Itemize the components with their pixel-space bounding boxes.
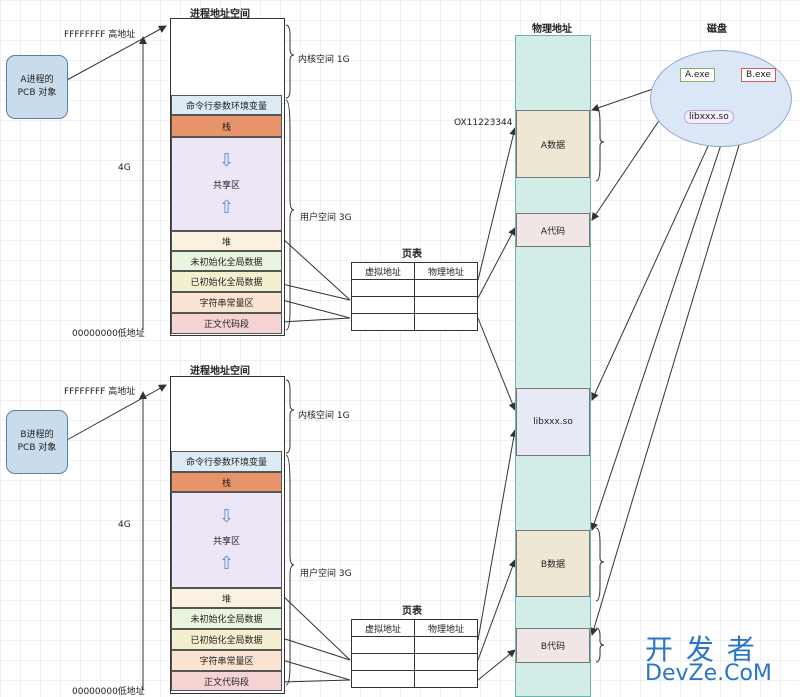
page-table-b-cell	[351, 670, 415, 688]
disk-title: 磁盘	[707, 24, 727, 35]
segment-text-b: 正文代码段	[171, 671, 282, 691]
page-table-a-cell	[351, 296, 415, 314]
low-address-label-a: 00000000低地址	[72, 329, 145, 339]
segment-shared-label-a: 共享区	[212, 180, 240, 191]
down-arrow-icon: ⇩	[218, 149, 235, 171]
user-space-label-b: 用户空间 3G	[300, 569, 352, 579]
pcb-a: A进程的 PCB 对象	[6, 55, 68, 119]
page-table-a-cell	[351, 279, 415, 297]
page-table-b-cell	[351, 636, 415, 654]
low-address-label-b: 00000000低地址	[72, 687, 145, 697]
vaspace-a-title: 进程地址空间	[190, 9, 250, 20]
pcb-b: B进程的 PCB 对象	[6, 410, 68, 474]
address-space-a: 命令行参数环境变量 栈 ⇩ 共享区 ⇧ 堆 未初始化全局数据 已初始化全局数据 …	[170, 18, 285, 336]
segment-data-a: 已初始化全局数据	[171, 271, 282, 292]
physical-block-b-code: B代码	[516, 628, 590, 663]
kernel-space-label-a: 内核空间 1G	[298, 55, 350, 65]
segment-stack-a: 栈	[171, 115, 282, 137]
page-table-b-col-virtual: 虚拟地址	[351, 619, 415, 637]
user-space-label-a: 用户空间 3G	[300, 213, 352, 223]
watermark-logo-en: DevZe.CoM	[645, 661, 772, 686]
physical-block-a-data: A数据	[516, 110, 590, 178]
kernel-space-label-b: 内核空间 1G	[298, 411, 350, 421]
pcb-a-label: A进程的 PCB 对象	[17, 75, 57, 98]
disk-ellipse	[650, 50, 792, 147]
physical-block-a-code: A代码	[516, 213, 590, 247]
high-address-label-a: FFFFFFFF 高地址	[64, 30, 136, 40]
size-label-b: 4G	[118, 520, 131, 530]
segment-bss-b: 未初始化全局数据	[171, 608, 282, 629]
high-address-label-b: FFFFFFFF 高地址	[64, 387, 136, 397]
segment-rodata-a: 字符串常量区	[171, 292, 282, 313]
page-table-b-cell	[414, 670, 478, 688]
segment-bss-a: 未初始化全局数据	[171, 251, 282, 271]
page-table-a-col-physical: 物理地址	[414, 262, 478, 280]
pcb-b-label: B进程的 PCB 对象	[17, 430, 57, 453]
vaspace-b-title: 进程地址空间	[190, 366, 250, 377]
physical-title: 物理地址	[532, 24, 572, 35]
page-table-a-cell	[414, 296, 478, 314]
page-table-b: 虚拟地址 物理地址	[351, 619, 478, 688]
segment-stack-b: 栈	[171, 472, 282, 492]
physical-address-label: OX11223344	[454, 118, 513, 128]
physical-block-lib: libxxx.so	[516, 388, 590, 456]
down-arrow-icon: ⇩	[218, 505, 235, 527]
physical-block-b-data: B数据	[516, 530, 590, 597]
page-table-a: 虚拟地址 物理地址	[351, 262, 478, 331]
segment-text-a: 正文代码段	[171, 313, 282, 334]
disk-item-b-exe: B.exe	[741, 68, 777, 82]
size-label-a: 4G	[118, 163, 131, 173]
watermark-logo-cn: 开 发 者	[645, 633, 757, 666]
segment-rodata-b: 字符串常量区	[171, 650, 282, 671]
page-table-a-col-virtual: 虚拟地址	[351, 262, 415, 280]
page-table-a-cell	[351, 313, 415, 331]
segment-shared-a: ⇩ 共享区 ⇧	[171, 137, 282, 231]
up-arrow-icon: ⇧	[218, 552, 235, 574]
page-table-a-title: 页表	[402, 249, 422, 260]
up-arrow-icon: ⇧	[218, 196, 235, 218]
segment-env-a: 命令行参数环境变量	[171, 95, 282, 115]
address-space-b: 命令行参数环境变量 栈 ⇩ 共享区 ⇧ 堆 未初始化全局数据 已初始化全局数据 …	[170, 376, 285, 694]
page-table-b-cell	[414, 636, 478, 654]
page-table-b-title: 页表	[402, 606, 422, 617]
segment-env-b: 命令行参数环境变量	[171, 451, 282, 472]
page-table-b-cell	[351, 653, 415, 671]
page-table-a-cell	[414, 313, 478, 331]
segment-heap-a: 堆	[171, 231, 282, 251]
segment-data-b: 已初始化全局数据	[171, 629, 282, 650]
page-table-b-col-physical: 物理地址	[414, 619, 478, 637]
page-table-b-cell	[414, 653, 478, 671]
segment-shared-label-b: 共享区	[212, 536, 240, 547]
disk-item-a-exe: A.exe	[680, 68, 715, 82]
segment-shared-b: ⇩ 共享区 ⇧	[171, 492, 282, 588]
segment-heap-b: 堆	[171, 588, 282, 608]
disk-item-lib: libxxx.so	[684, 110, 734, 124]
page-table-a-cell	[414, 279, 478, 297]
